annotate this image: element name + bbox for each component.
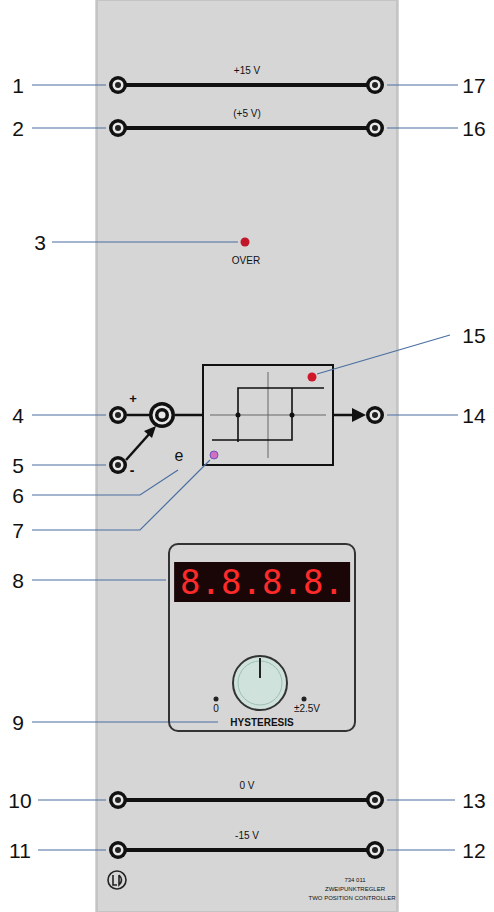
hysteresis-knob	[214, 656, 307, 710]
polarity-sign: -	[130, 463, 135, 477]
callout-number: 1	[12, 75, 24, 96]
over-led	[241, 238, 250, 247]
callout-number: 8	[12, 570, 24, 591]
display-box: 8.8.8.8. 0 ±2.5VHYSTERESIS	[168, 543, 356, 732]
scale-mark: 0	[213, 704, 219, 714]
scale-mark: ±2.5V	[294, 704, 320, 714]
callout-number: 11	[9, 840, 31, 861]
rail-label: 0 V	[239, 781, 254, 791]
callout-number: 10	[8, 790, 31, 811]
callout-number: 12	[462, 840, 485, 861]
panel-title: TWO POSITION CONTROLLER	[308, 895, 395, 901]
signal-name: e	[175, 448, 184, 464]
callout-number: 16	[462, 118, 485, 139]
callout-number: 15	[462, 325, 485, 346]
callout-number: 6	[12, 485, 24, 506]
rail-label: -15 V	[235, 831, 259, 841]
callout-number: 13	[462, 790, 485, 811]
rail-label: +15 V	[234, 66, 260, 76]
rail-label: (+5 V)	[233, 109, 261, 119]
callout-number: 5	[12, 455, 24, 476]
leader-line	[32, 85, 458, 850]
callout-number: 3	[34, 232, 46, 253]
maker-logo	[108, 871, 126, 889]
led	[308, 373, 317, 382]
two-position-characteristic	[203, 365, 366, 465]
knob-label: HYSTERESIS	[230, 718, 293, 728]
callout-number: 7	[12, 520, 24, 541]
summing-socket	[126, 402, 203, 460]
led	[210, 451, 218, 459]
panel-title: ZWEIPUNKTREGLER	[325, 886, 385, 892]
socket	[109, 76, 384, 859]
front-panel	[95, 0, 399, 912]
led-label: OVER	[232, 256, 260, 266]
callout-number: 17	[462, 75, 485, 96]
rail	[125, 85, 368, 850]
callout-number: 4	[12, 405, 24, 426]
callout-number: 2	[12, 118, 24, 139]
callout-number: 14	[462, 405, 485, 426]
seven-segment-display: 8.8.8.8.	[174, 562, 350, 602]
model-number: 734 011	[344, 877, 365, 883]
polarity-sign: +	[129, 392, 137, 405]
callout-number: 9	[12, 712, 24, 733]
